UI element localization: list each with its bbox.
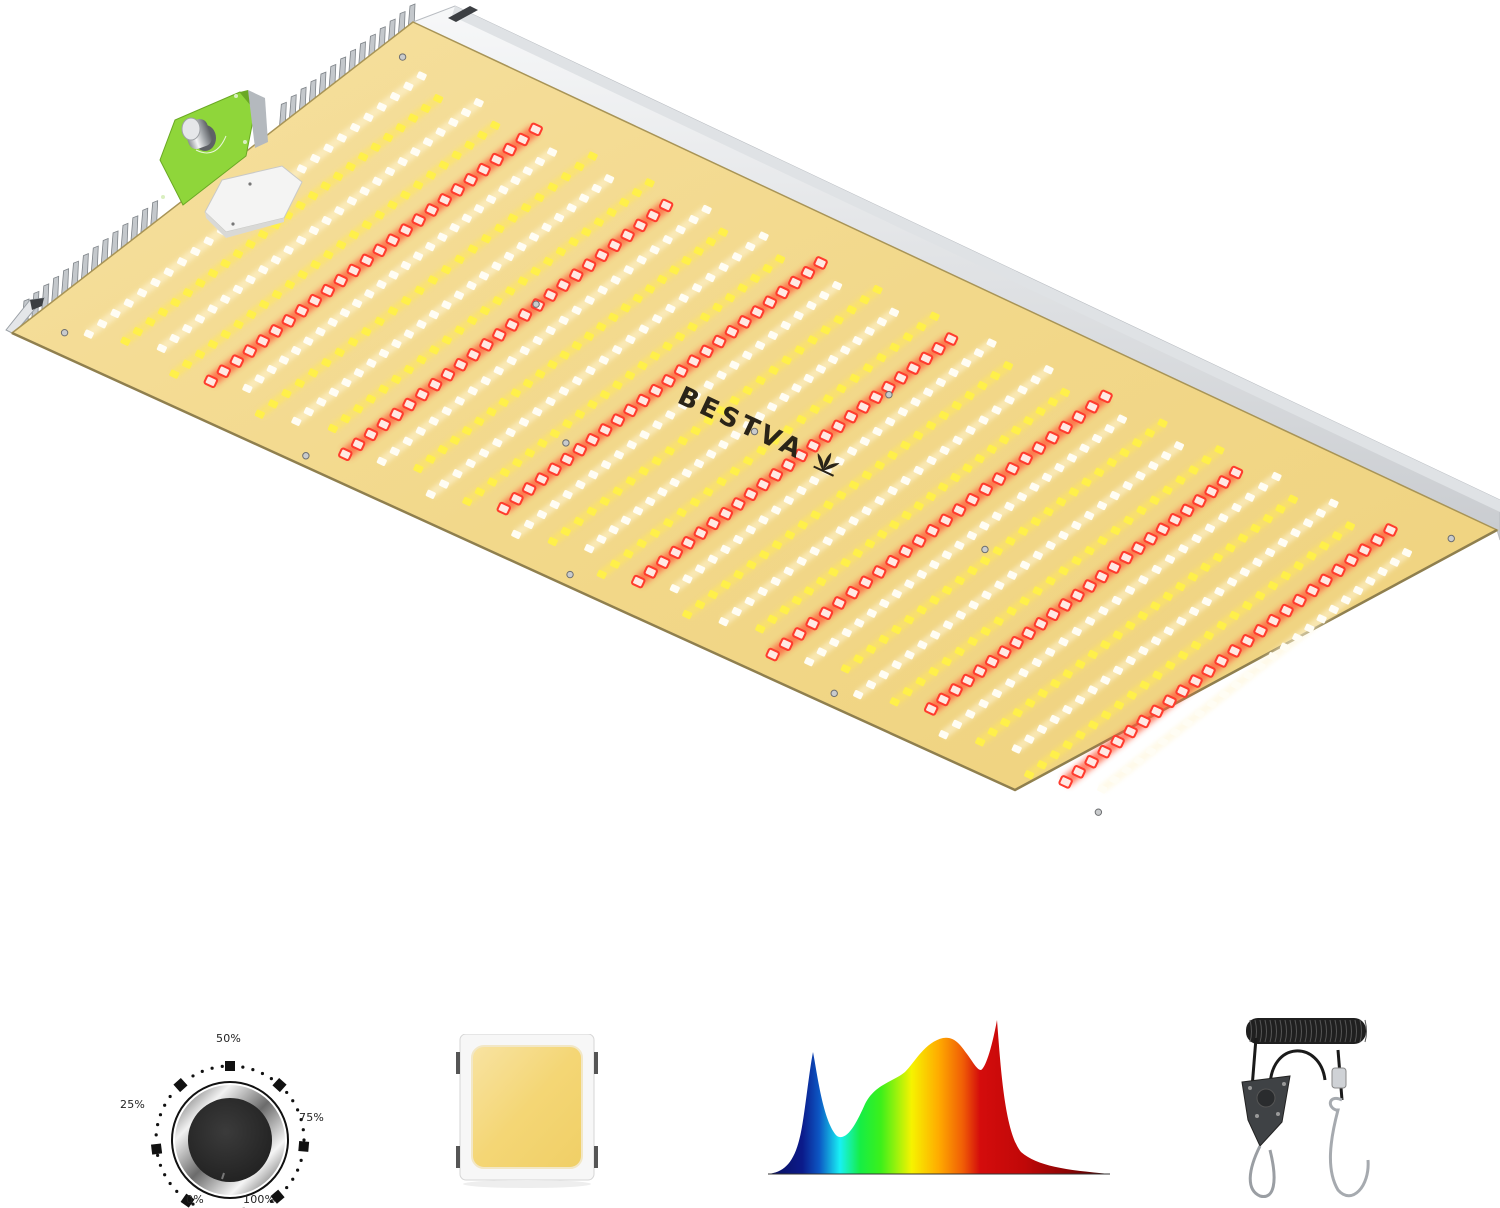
rope-ratchet-hanger-icon xyxy=(1241,1018,1370,1199)
ratchet-pulley xyxy=(1241,1075,1291,1147)
led-row-white xyxy=(718,365,1054,627)
dial-label-75: 75% xyxy=(299,1111,325,1124)
feature-dimmer: 50% 25% 75% 0% 100% xyxy=(120,1025,340,1208)
dial-label-0: 0% xyxy=(186,1193,204,1206)
feature-led-chip xyxy=(452,1034,602,1194)
dimmer-knob-icon xyxy=(150,1061,310,1208)
smd-led-chip-icon xyxy=(456,1034,598,1188)
led-row-red xyxy=(496,256,828,516)
feature-hanger xyxy=(1230,1010,1380,1200)
dimmer-knob-metal[interactable] xyxy=(181,117,216,152)
led-row-white xyxy=(1097,548,1412,794)
panel-end-bracket-top xyxy=(448,6,478,22)
dimmer-module[interactable] xyxy=(159,90,268,206)
leaf-logo-icon xyxy=(813,452,840,477)
led-row-white xyxy=(853,441,1185,700)
led-row-white xyxy=(804,414,1128,667)
led-row-yellow xyxy=(975,494,1299,747)
led-row-yellow xyxy=(889,445,1225,707)
led-row-yellow xyxy=(755,387,1071,634)
led-row-red xyxy=(203,122,543,389)
led-row-yellow xyxy=(462,254,786,507)
spectrum-curve xyxy=(768,1020,1110,1174)
led-row-red xyxy=(338,198,674,462)
board-screws xyxy=(60,53,1455,816)
dial-label-100: 100% xyxy=(243,1193,276,1206)
led-row-red xyxy=(1058,523,1398,789)
led-row-yellow xyxy=(596,311,940,580)
dial-label-25: 25% xyxy=(120,1098,146,1111)
led-row-red xyxy=(631,332,959,589)
led-row-white xyxy=(584,307,900,554)
dial-ticks xyxy=(150,1061,310,1208)
dial-label-50: 50% xyxy=(216,1032,242,1045)
led-row-yellow xyxy=(682,361,1014,620)
led-row-red xyxy=(765,389,1113,662)
carabiner-hook xyxy=(1248,1145,1276,1199)
led-row-white xyxy=(1011,498,1339,754)
led-row-white xyxy=(291,174,615,426)
led-row-red xyxy=(923,465,1244,716)
led-row-yellow xyxy=(547,285,883,547)
feature-spectrum xyxy=(765,1012,1110,1182)
driver-box xyxy=(204,165,303,238)
led-row-yellow xyxy=(169,120,501,379)
led-row-white xyxy=(242,147,558,393)
led-row-yellow xyxy=(413,227,729,474)
grow-light-panel: BESTVA xyxy=(5,3,1500,816)
led-row-yellow xyxy=(1024,521,1356,780)
led-row-white xyxy=(376,204,712,466)
grow-light-panel-svg: BESTVA xyxy=(5,3,1500,816)
led-row-yellow xyxy=(327,178,655,434)
led-row-yellow xyxy=(840,418,1168,674)
led-row-white xyxy=(156,98,484,353)
led-row-white xyxy=(511,281,843,539)
led-row-white xyxy=(938,471,1282,740)
full-spectrum-graph-icon xyxy=(768,1020,1110,1175)
s-hook xyxy=(1328,1096,1370,1198)
led-row-white xyxy=(425,231,769,499)
led-row-yellow xyxy=(254,151,598,419)
rope-coil xyxy=(1246,1018,1367,1044)
led-rows xyxy=(83,71,1412,794)
